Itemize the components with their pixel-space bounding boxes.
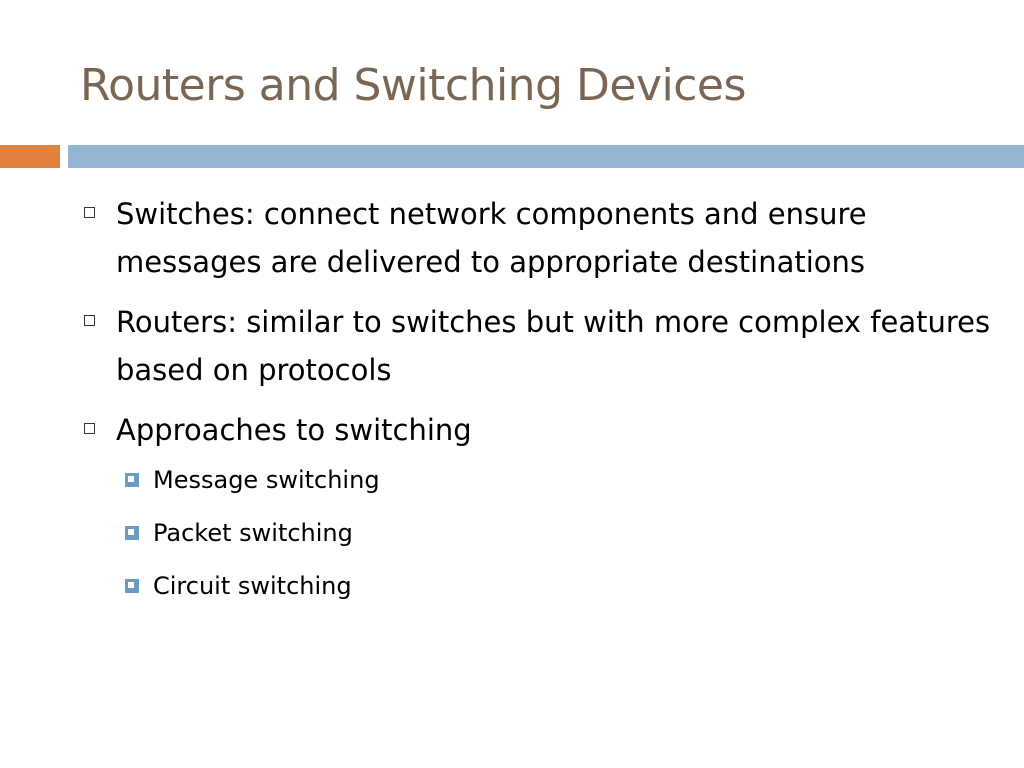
bullet-text: Routers: similar to switches but with mo… xyxy=(116,305,991,387)
bullet-list: Switches: connect network components and… xyxy=(82,190,1002,625)
sub-bullet-item: Packet switching xyxy=(119,507,1002,560)
bullet-item: Routers: similar to switches but with mo… xyxy=(82,298,1002,394)
sub-bullet-item: Message switching xyxy=(119,454,1002,507)
slide-title: Routers and Switching Devices xyxy=(80,60,746,111)
bullet-text: Approaches to switching xyxy=(116,413,472,447)
sub-bullet-item: Circuit switching xyxy=(119,560,1002,613)
filled-square-icon xyxy=(125,579,139,593)
accent-bar-blue xyxy=(68,145,1024,168)
sub-bullet-text: Packet switching xyxy=(153,519,353,547)
sub-bullet-text: Message switching xyxy=(153,466,380,494)
hollow-square-icon xyxy=(84,207,95,218)
filled-square-icon xyxy=(125,473,139,487)
bullet-item: Approaches to switching Message switchin… xyxy=(82,406,1002,613)
bullet-text: Switches: connect network components and… xyxy=(116,197,867,279)
sub-bullet-list: Message switching Packet switching Circu… xyxy=(116,454,1002,613)
hollow-square-icon xyxy=(84,423,95,434)
accent-bar-orange xyxy=(0,145,60,168)
filled-square-icon xyxy=(125,526,139,540)
bullet-item: Switches: connect network components and… xyxy=(82,190,1002,286)
sub-bullet-text: Circuit switching xyxy=(153,572,352,600)
hollow-square-icon xyxy=(84,315,95,326)
